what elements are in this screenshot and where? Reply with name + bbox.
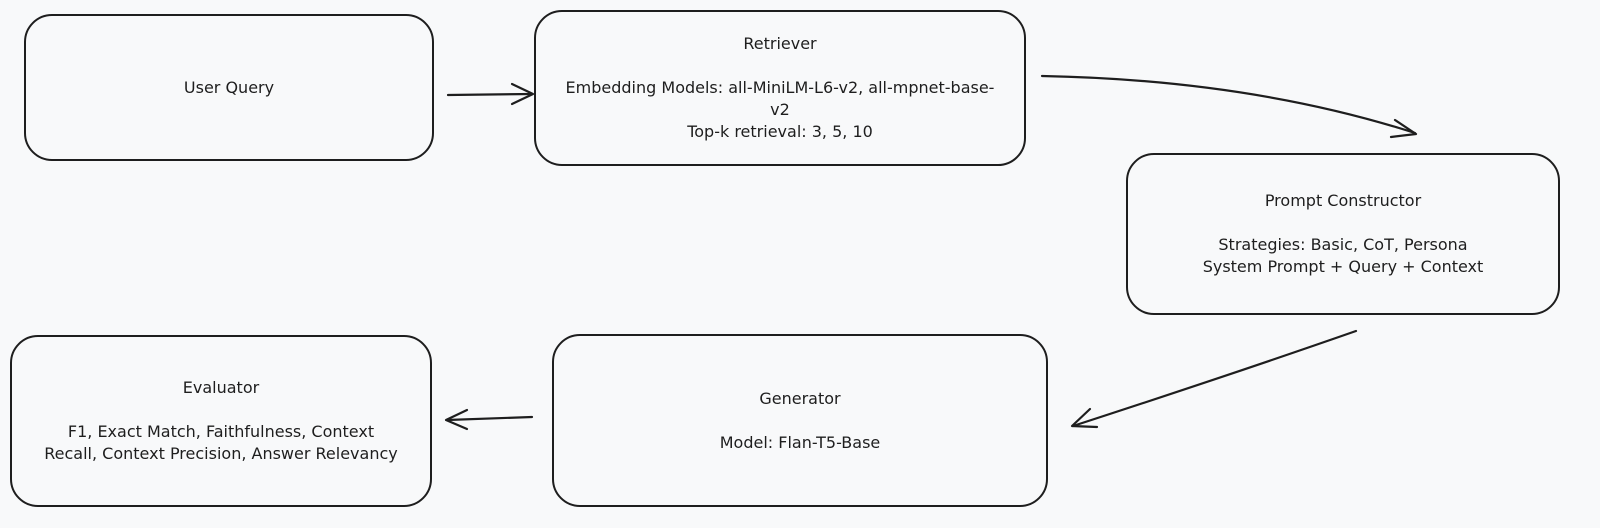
arrowhead-icon [444,408,469,431]
node-detail-line: Embedding Models: all-MiniLM-L6-v2, all-… [565,78,995,97]
edge-retriever-to-prompt-constructor [1040,74,1418,139]
edge-prompt-constructor-to-generator [1070,329,1358,429]
node-title: Prompt Constructor [1264,191,1422,210]
node-evaluator[interactable]: Evaluator F1, Exact Match, Faithfulness,… [10,335,432,507]
edge-generator-to-evaluator [444,408,534,431]
node-prompt-constructor[interactable]: Prompt Constructor Strategies: Basic, Co… [1126,153,1560,315]
node-user-query[interactable]: User Query [24,14,434,161]
node-title: Retriever [743,34,817,53]
arrowhead-icon [1389,118,1418,139]
node-detail-line: F1, Exact Match, Faithfulness, Context [67,422,375,441]
node-detail-line: Strategies: Basic, CoT, Persona [1218,235,1468,254]
arrowhead-icon [510,82,535,106]
node-title: Generator [759,388,841,408]
node-detail-line: v2 [770,100,790,119]
node-detail-line: Recall, Context Precision, Answer Releva… [44,444,398,463]
node-title: User Query [183,77,275,97]
node-detail-line: Top-k retrieval: 3, 5, 10 [687,122,873,141]
node-retriever[interactable]: Retriever Embedding Models: all-MiniLM-L… [534,10,1026,166]
node-detail-line: Model: Flan-T5-Base [719,432,881,452]
edge-user-query-to-retriever [446,82,535,106]
arrowhead-icon [1070,407,1099,429]
node-title: Evaluator [182,378,260,397]
node-generator[interactable]: Generator Model: Flan-T5-Base [552,334,1048,507]
node-detail-line: System Prompt + Query + Context [1202,257,1484,276]
